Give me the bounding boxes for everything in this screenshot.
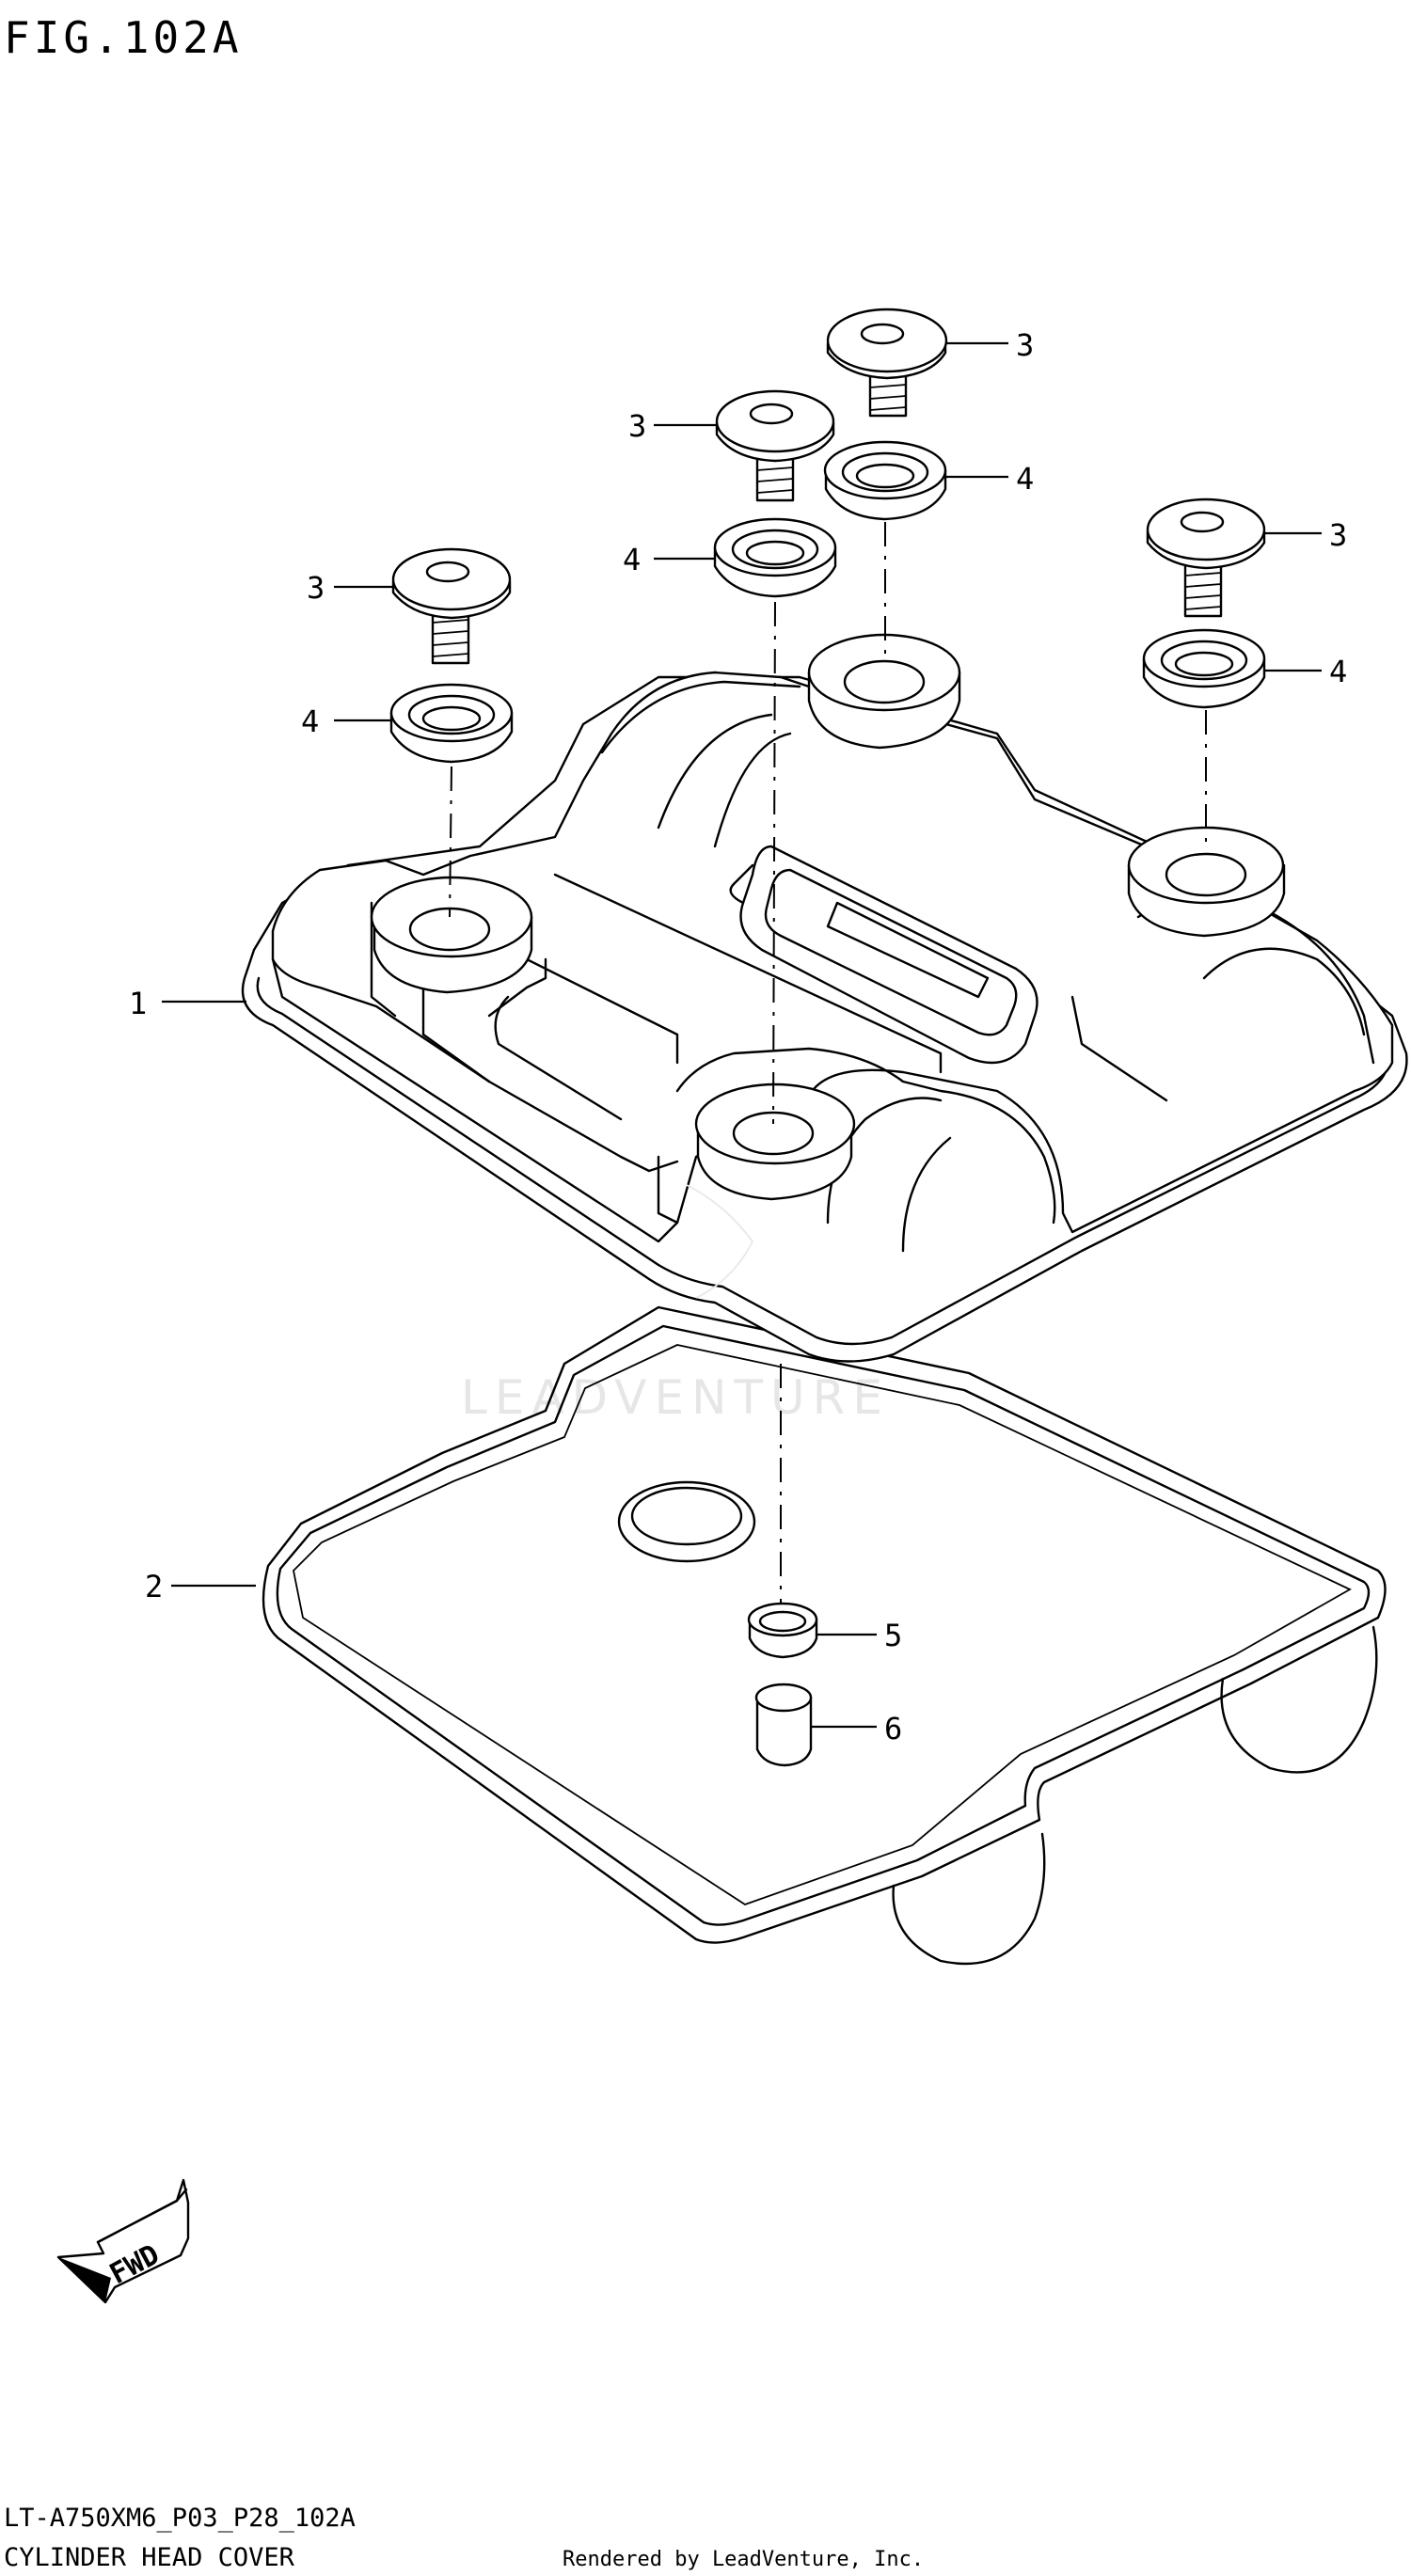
- bolt-part-3-rear[interactable]: [826, 308, 948, 418]
- seal-part-5[interactable]: [747, 1602, 818, 1659]
- bolt-part-3-right[interactable]: [1146, 498, 1266, 618]
- callout-4-left: 4: [301, 703, 319, 739]
- callout-3-right: 3: [1329, 517, 1347, 553]
- gasket-part-2[interactable]: [262, 1305, 1387, 1966]
- cylinder-head-cover-part-1[interactable]: [241, 633, 1408, 1363]
- watermark: LEADVENTURE: [461, 1370, 890, 1425]
- callout-3-center: 3: [628, 408, 646, 444]
- dowel-pin-part-6[interactable]: [754, 1683, 813, 1767]
- leader-lines: [162, 341, 1322, 1729]
- washer-part-4-rear[interactable]: [823, 440, 947, 521]
- figure-caption: CYLINDER HEAD COVER: [4, 2543, 295, 2572]
- figure-code: LT-A750XM6_P03_P28_102A: [4, 2504, 356, 2533]
- callout-3-left: 3: [307, 570, 325, 606]
- washer-part-4-center[interactable]: [713, 517, 837, 598]
- figure-title: FIG.102A: [4, 12, 243, 63]
- callout-2: 2: [145, 1569, 163, 1604]
- callout-4-rear: 4: [1016, 461, 1034, 497]
- rendered-by: Rendered by LeadVenture, Inc.: [563, 2548, 924, 2571]
- bolt-part-3-center[interactable]: [715, 389, 835, 502]
- assembly-center-lines: [449, 522, 1207, 1618]
- callout-1: 1: [129, 986, 147, 1021]
- washer-part-4-right[interactable]: [1142, 628, 1266, 709]
- bolt-part-3-left[interactable]: [391, 547, 512, 665]
- washer-part-4-left[interactable]: [389, 683, 514, 764]
- callout-4-right: 4: [1329, 654, 1347, 689]
- fwd-arrow-icon: FWD: [56, 2178, 190, 2304]
- callout-6: 6: [884, 1711, 902, 1746]
- callout-5: 5: [884, 1618, 902, 1653]
- callout-3-rear: 3: [1016, 327, 1034, 363]
- callout-4-center: 4: [623, 542, 641, 577]
